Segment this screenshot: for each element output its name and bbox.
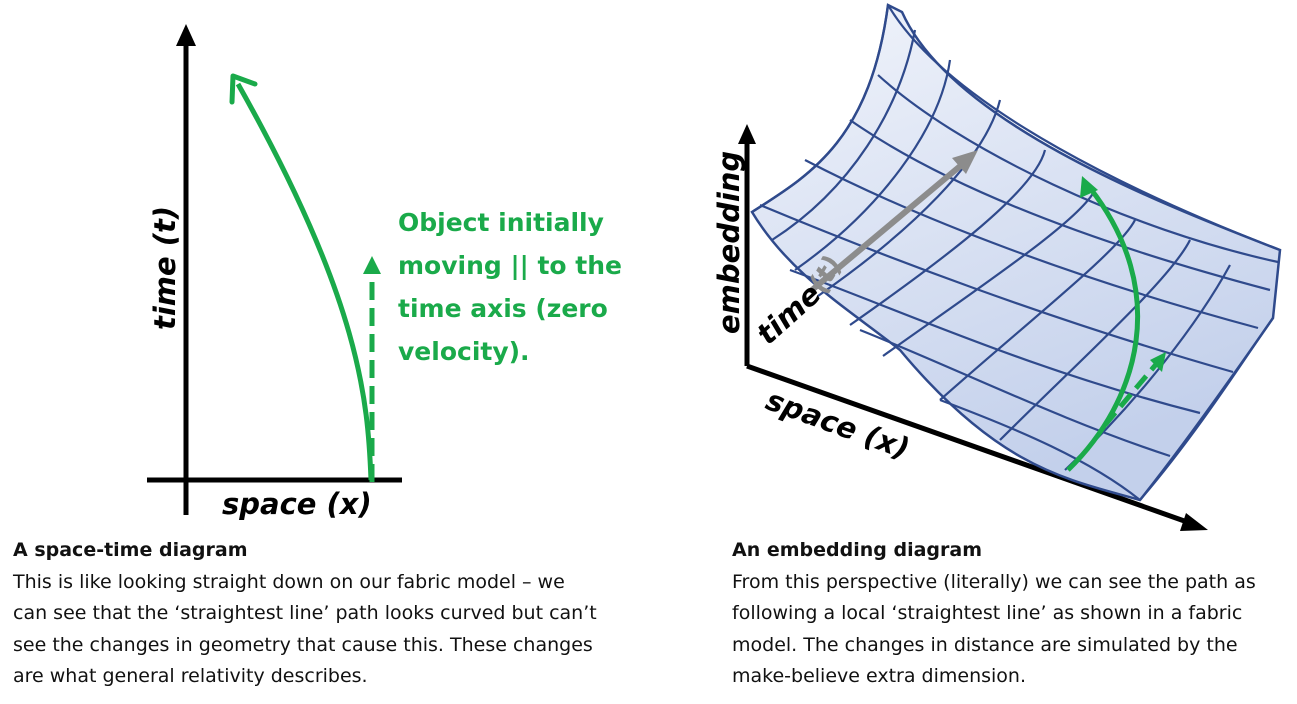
surface-initial-velocity-dashed (1103, 360, 1160, 427)
caption-line: see the changes in geometry that cause t… (13, 633, 593, 656)
caption-line: can see that the ‘straightest line’ path… (13, 602, 597, 624)
grid-row (751, 4, 890, 213)
curved-worldline-arrowhead-icon (229, 73, 258, 105)
surface-initial-velocity-arrowhead-icon (1150, 352, 1166, 372)
caption-line: make-believe extra dimension. (732, 665, 1026, 687)
annotation-line: time axis (zero (398, 294, 608, 323)
grid-row (771, 29, 917, 241)
grid-row (1139, 317, 1274, 501)
grid-col (804, 159, 1259, 330)
grid-row (849, 149, 1047, 326)
space-axis-3d-label: space (x) (762, 383, 914, 466)
spacetime-caption: A space-time diagram This is like lookin… (13, 535, 653, 693)
grid-row (939, 219, 1136, 401)
grid-col (759, 203, 1234, 374)
surface-worldline-arrowhead-icon (1080, 176, 1098, 198)
embedding-axis-label: embedding (712, 151, 746, 334)
annotation-line: Object initially (398, 208, 604, 237)
time-axis-arrowhead-icon (176, 24, 196, 46)
caption-line: model. The changes in distance are simul… (732, 633, 1238, 656)
spacetime-caption-title: A space-time diagram (13, 539, 248, 561)
surface-worldline (1066, 186, 1141, 472)
space-axis-label: space (x) (222, 487, 372, 521)
grid-row (999, 239, 1191, 441)
grid-col (859, 328, 1171, 458)
annotation-line: velocity). (398, 337, 530, 366)
grid-col (877, 74, 1279, 264)
grid-col (789, 268, 1201, 415)
grid-col (939, 398, 1141, 501)
time-direction-arrow (810, 159, 967, 293)
caption-line: From this perspective (literally) we can… (732, 570, 1256, 593)
initial-velocity-arrowhead-icon (363, 256, 381, 274)
time-direction-arrowhead-icon (952, 150, 978, 174)
embedding-caption-title: An embedding diagram (732, 539, 982, 561)
fabric-grid (751, 4, 1281, 501)
caption-line: are what general relativity describes. (13, 665, 368, 687)
space-axis-3d (746, 363, 1191, 526)
caption-line: This is like looking straight down on ou… (13, 570, 565, 593)
spacetime-diagram: time (t) space (x) Object initially movi… (147, 24, 622, 521)
grid-col (887, 4, 1281, 252)
curved-worldline (235, 82, 374, 481)
caption-line: following a local ‘straightest line’ as … (732, 602, 1243, 624)
embedding-axis-arrowhead-icon (738, 124, 756, 144)
grid-row (794, 59, 952, 271)
annotation-text: Object initially moving || to the time a… (398, 208, 622, 366)
grid-col (849, 119, 1271, 292)
space-axis-arrowhead-icon (1180, 513, 1208, 531)
embedding-caption: An embedding diagram From this perspecti… (732, 535, 1292, 693)
grid-row (882, 189, 1096, 357)
grid-row (817, 99, 1002, 297)
time-axis-label: time (t) (148, 206, 182, 330)
annotation-line: moving || to the (398, 251, 622, 280)
embedding-diagram: embedding time (t) space (x) (712, 3, 1282, 531)
